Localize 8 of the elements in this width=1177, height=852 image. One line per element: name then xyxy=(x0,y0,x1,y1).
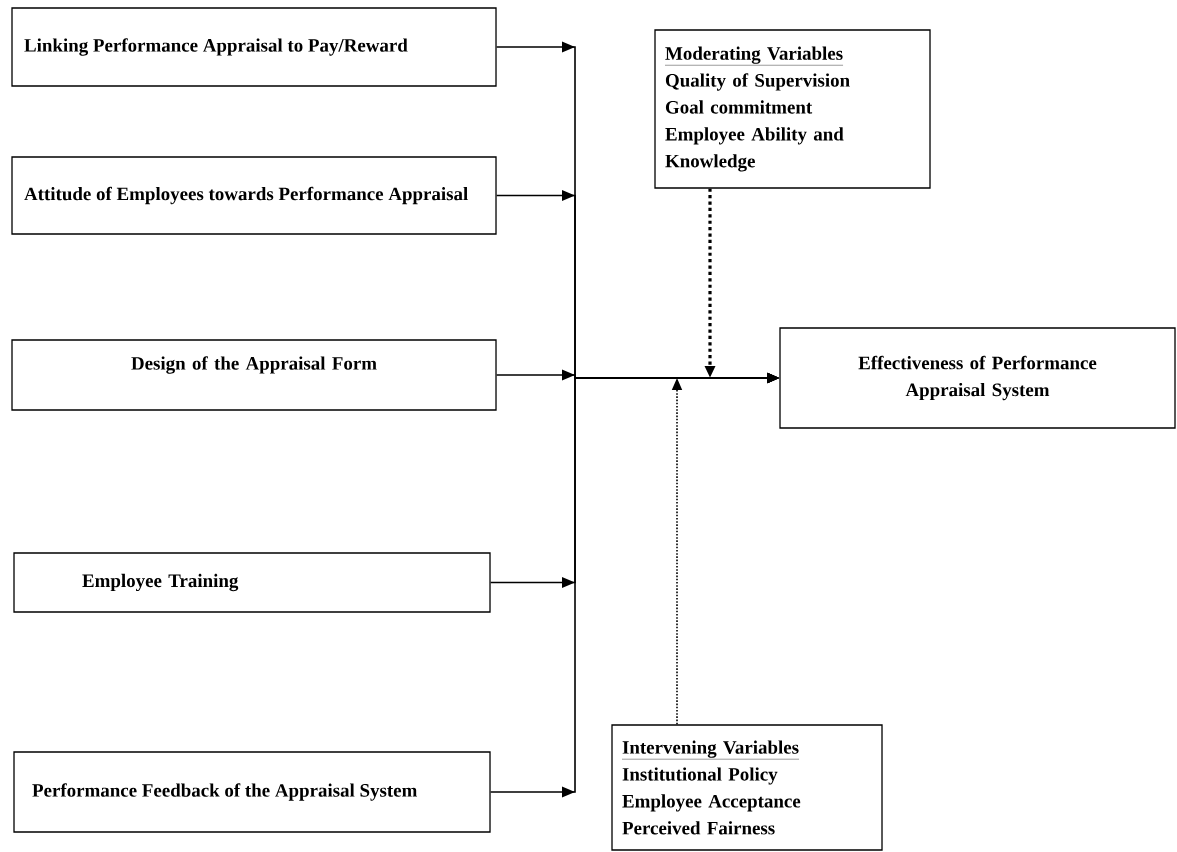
variables-box: Intervening Variables Institutional Policy Employee Acceptance Perceived Fairness xyxy=(611,724,883,851)
factor-box: Design of the Appraisal Form xyxy=(11,339,497,411)
factor-box: Performance Feedback of the Appraisal System xyxy=(13,751,491,833)
factor-box: Employee Training xyxy=(13,552,491,613)
variables-box: Moderating Variables Quality of Supervision Goal commitment Employee Ability and Knowledge xyxy=(654,29,931,189)
factor-box: Attitude of Employees towards Performance Appraisal xyxy=(11,156,497,235)
factor-box: Linking Performance Appraisal to Pay/Reward xyxy=(11,7,497,87)
outcome-box: Effectiveness of Performance Appraisal System xyxy=(779,327,1176,429)
